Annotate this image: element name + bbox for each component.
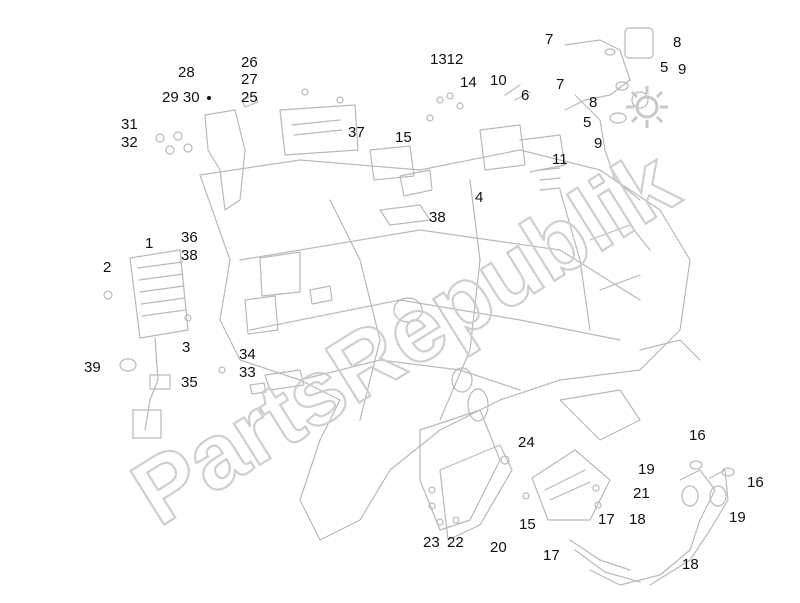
ecu-top bbox=[369, 145, 415, 181]
callout-label: 5 bbox=[660, 59, 669, 76]
callout-label: 38 bbox=[429, 209, 446, 226]
callout-label: 24 bbox=[518, 434, 535, 451]
callout-label: 29 30 bbox=[162, 89, 200, 106]
callout-label: 38 bbox=[181, 247, 198, 264]
callout-label: 1 bbox=[145, 235, 154, 252]
mount-plate bbox=[439, 444, 513, 541]
callout-label: 35 bbox=[181, 374, 198, 391]
callout-label: 31 bbox=[121, 116, 138, 133]
callout-label: 16 bbox=[689, 427, 706, 444]
callout-label: 1312 bbox=[430, 51, 464, 68]
callout-label: 19 bbox=[729, 509, 746, 526]
callout-label: 9 bbox=[594, 135, 603, 152]
callout-label: 11 bbox=[552, 151, 568, 168]
callout-label: 4 bbox=[475, 189, 484, 206]
callout-label: 34 bbox=[239, 346, 256, 363]
callout-label: 18 bbox=[682, 556, 699, 573]
callout-label: 6 bbox=[521, 87, 530, 104]
callout-label: 39 bbox=[84, 359, 101, 376]
callout-label: 26 bbox=[241, 54, 258, 71]
callout-label: 17 bbox=[598, 511, 615, 528]
callout-label: 20 bbox=[490, 539, 507, 556]
callout-label: 15 bbox=[395, 129, 412, 146]
callout-label: 8 bbox=[589, 94, 598, 111]
callout-label: 14 bbox=[460, 74, 477, 91]
callout-label: 18 bbox=[629, 511, 646, 528]
callout-label: 3 bbox=[182, 339, 191, 356]
callout-label: 10 bbox=[490, 72, 507, 89]
callout-label: 32 bbox=[121, 134, 138, 151]
cable-lower-1 bbox=[589, 469, 716, 586]
callout-label: 22 bbox=[447, 534, 464, 551]
callout-label: 2 bbox=[103, 259, 112, 276]
callout-label: 17 bbox=[543, 547, 560, 564]
frame-tube-4 bbox=[329, 199, 381, 421]
ignition-unit bbox=[479, 124, 526, 171]
frame-tube-1 bbox=[239, 229, 641, 301]
frame-round-3 bbox=[467, 388, 489, 422]
frame-round-1 bbox=[393, 297, 423, 323]
switch-block bbox=[279, 104, 359, 156]
relay-36 bbox=[259, 251, 301, 297]
callout-label: 33 bbox=[239, 364, 256, 381]
frame-tube-2 bbox=[249, 299, 621, 341]
callout-label: 7 bbox=[545, 31, 554, 48]
callout-label: 37 bbox=[348, 124, 365, 141]
ecu-lower bbox=[531, 449, 611, 521]
coil-cable-top bbox=[564, 39, 631, 111]
callout-label: 36 bbox=[181, 229, 198, 246]
frame-round-2 bbox=[451, 367, 473, 393]
callout-label: 21 bbox=[633, 485, 650, 502]
callout-label: 9 bbox=[678, 61, 687, 78]
callout-label: 15 bbox=[519, 516, 536, 533]
callout-label: 19 bbox=[638, 461, 655, 478]
regulator bbox=[129, 249, 189, 339]
gear-icon bbox=[626, 86, 668, 128]
callout-label: 8 bbox=[673, 34, 682, 51]
callout-label: 5 bbox=[583, 114, 592, 131]
frame-tube-5 bbox=[439, 179, 481, 421]
callout-label: 25 bbox=[241, 89, 258, 106]
frame-lower-bracket bbox=[419, 409, 501, 531]
callout-label: 27 bbox=[241, 71, 258, 88]
frame-tube-3 bbox=[299, 359, 521, 391]
callout-label: 28 bbox=[178, 64, 195, 81]
frame-right-arm bbox=[559, 389, 641, 441]
frame-tube-6 bbox=[559, 189, 591, 331]
dot-marker bbox=[207, 96, 211, 100]
callout-label: 16 bbox=[747, 474, 764, 491]
callout-label: 23 bbox=[423, 534, 440, 551]
bracket-left bbox=[204, 109, 246, 211]
callout-label: 7 bbox=[556, 76, 565, 93]
